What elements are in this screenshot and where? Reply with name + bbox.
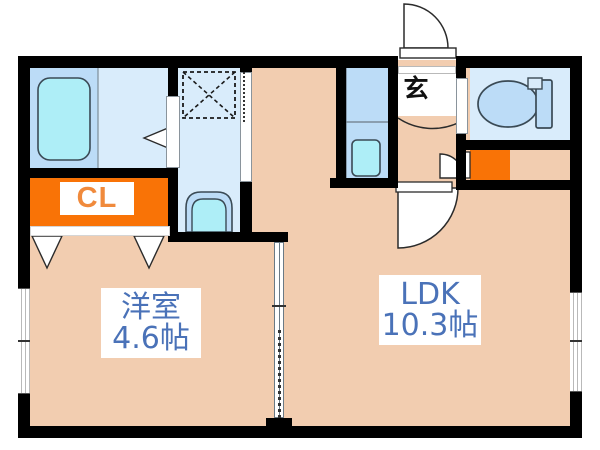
genkan-east-wall-lower [456, 146, 466, 186]
kitchen-west-wall [336, 56, 346, 188]
ldk-hall-door-swing [397, 187, 459, 249]
window-right[interactable] [570, 292, 582, 392]
closet-door-icon-left [30, 235, 64, 270]
bathroom-door-opening[interactable] [166, 96, 180, 168]
outer-wall-top-left [18, 56, 398, 68]
folding-door-icon [142, 126, 169, 150]
window-left-mullion [18, 340, 30, 342]
entrance-door-swing [403, 3, 449, 49]
bathtub-icon [37, 77, 91, 161]
entrance-door-panel [399, 47, 457, 59]
entrance-closet-south-wall [456, 180, 582, 190]
washroom-south-wall [168, 232, 252, 242]
genkan-upper-opening [398, 66, 456, 74]
sliding-door-mid-mark [272, 305, 286, 307]
sliding-door-dashed [278, 330, 281, 418]
toilet-door-opening[interactable] [456, 78, 468, 134]
window-right-mullion [570, 340, 582, 342]
genkan-south-wall [330, 178, 398, 188]
kitchen-sink-icon [351, 139, 381, 177]
room-partition-wall-bottom [266, 418, 292, 438]
closet-door-strip[interactable] [30, 226, 170, 236]
closet-door-icon-right [132, 235, 166, 270]
window-washroom-dashed [243, 72, 245, 122]
ldk-hall-door-panel [395, 181, 453, 193]
closet-label: CL [60, 182, 134, 215]
toilet-flush-icon [527, 77, 543, 90]
ldk-label: LDK 10.3帖 [379, 275, 481, 346]
outer-wall-top-right [456, 56, 582, 68]
genkan-west-wall [388, 56, 398, 184]
outer-wall-bottom [18, 426, 582, 438]
toilet-tank-icon [535, 79, 553, 129]
western-room-label: 洋室 4.6帖 [101, 288, 201, 359]
toilet-south-wall [456, 140, 582, 150]
entrance-label: 玄 [401, 76, 431, 101]
bathroom-south-wall [18, 168, 178, 178]
room-partition-wall-top [252, 232, 288, 242]
window-washroom[interactable] [240, 72, 252, 182]
